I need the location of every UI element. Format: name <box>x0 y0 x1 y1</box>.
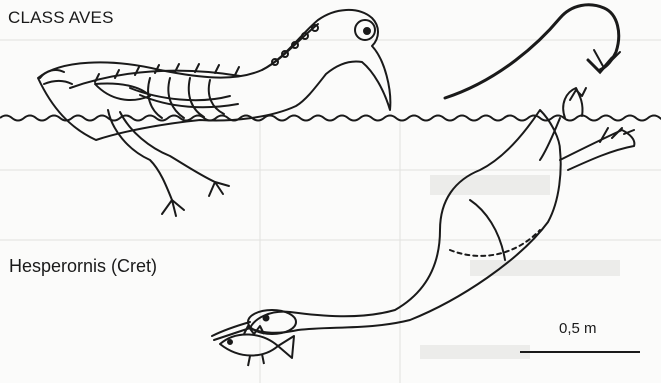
figure-title: CLASS AVES <box>8 8 114 28</box>
scale-bar-label: 0,5 m <box>559 320 597 337</box>
diving-bird-drawing <box>212 88 634 340</box>
dive-arrow-icon <box>445 5 620 98</box>
species-label: Hesperornis (Cret) <box>9 256 157 277</box>
skeleton-bird-drawing <box>38 10 390 216</box>
water-surface-line <box>0 116 661 121</box>
